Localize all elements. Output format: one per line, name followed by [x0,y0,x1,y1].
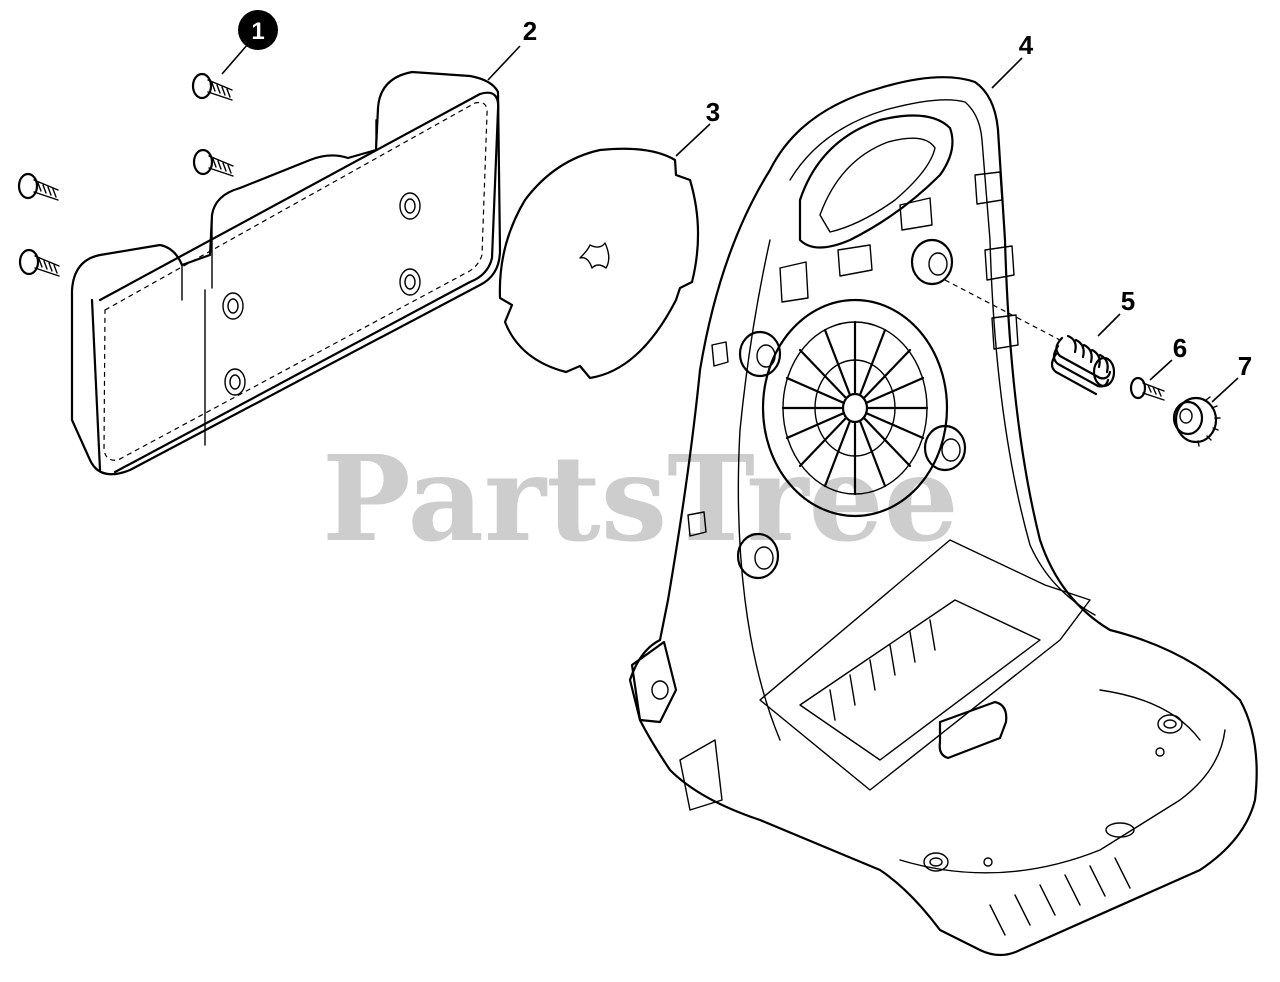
watermark-text: PartsTree [322,429,959,568]
part-5-spring[interactable] [1050,334,1116,396]
part-4-backpack-frame[interactable] [628,76,1258,957]
fan-grille [761,298,949,518]
mount-boss [923,424,967,472]
part-2-back-pad[interactable] [70,70,502,476]
callout-4[interactable]: 4 [1019,30,1034,60]
mount-boss [910,238,954,286]
mount-boss [738,330,782,378]
screw-icon [17,172,59,201]
screw-icon [192,148,234,177]
screw-icon [18,248,60,277]
callout-7[interactable]: 7 [1238,351,1252,381]
callout-6[interactable]: 6 [1173,333,1187,363]
part-6-screw[interactable] [1129,376,1165,401]
callout-1[interactable]: 1 [238,10,278,50]
part-7-knob[interactable] [1172,396,1221,447]
callout-3[interactable]: 3 [706,97,720,127]
mount-boss [736,532,780,580]
part-3-filter-disc[interactable] [498,147,700,380]
callout-1-number: 1 [251,18,264,45]
leader-lines [221,43,1239,403]
screw-icon [191,72,233,101]
callout-5[interactable]: 5 [1121,286,1135,316]
part-1-screws[interactable] [17,72,234,277]
callout-2[interactable]: 2 [523,16,537,46]
